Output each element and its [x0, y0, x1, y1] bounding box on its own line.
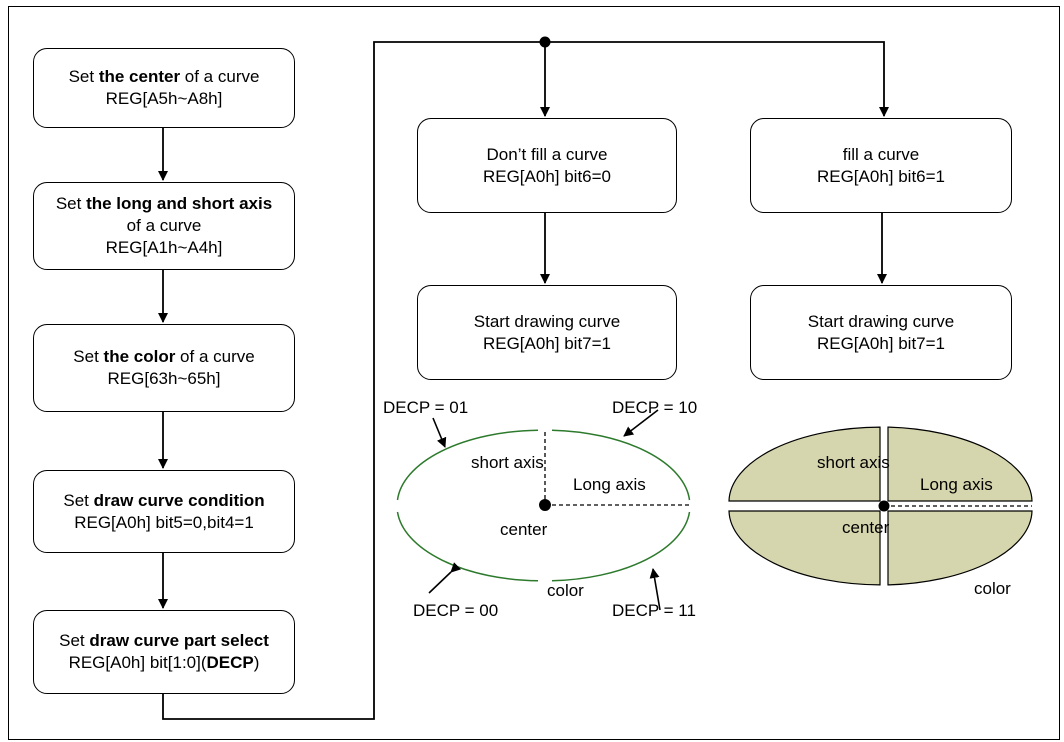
step-set-center: Set the center of a curve REG[A5h~A8h] [33, 48, 295, 128]
label-long-axis-right: Long axis [920, 475, 993, 494]
step5-register-suffix: ) [253, 653, 260, 672]
start-drawing-right-box: Start drawing curve REG[A0h] bit7=1 [750, 285, 1012, 380]
no-fill-box: Don’t fill a curve REG[A0h] bit6=0 [417, 118, 677, 213]
step3-register: REG[63h~65h] [107, 369, 221, 388]
step1-bold: the center [98, 67, 181, 86]
step-draw-condition: Set draw curve condition REG[A0h] bit5=0… [33, 470, 295, 553]
step1-suffix: of a curve [180, 67, 260, 86]
step5-bold: draw curve part select [89, 631, 269, 650]
label-short-axis-left: short axis [471, 453, 544, 472]
step4-bold: draw curve condition [93, 490, 265, 510]
fill-box: fill a curve REG[A0h] bit6=1 [750, 118, 1012, 213]
step3-suffix: of a curve [175, 347, 255, 366]
step3-bold: the color [103, 347, 176, 366]
label-short-axis-right: short axis [817, 453, 890, 472]
step2-prefix: Set [55, 194, 87, 213]
step5-register-prefix: REG[A0h] bit[1:0]( [68, 653, 207, 672]
step5-register-bold: DECP [206, 653, 254, 672]
step4-register: REG[A0h] bit5=0,bit4=1 [74, 512, 254, 532]
label-color-right: color [974, 579, 1011, 598]
fill-register: REG[A0h] bit6=1 [816, 166, 946, 186]
fill-title: fill a curve [842, 144, 920, 164]
start-right-title: Start drawing curve [807, 311, 955, 331]
step3-prefix: Set [73, 347, 104, 366]
label-center-right: center [842, 518, 890, 537]
label-decp-10: DECP = 10 [612, 398, 698, 417]
label-long-axis-left: Long axis [573, 475, 646, 494]
step2-bold: the long and short axis [86, 194, 273, 213]
start-drawing-left-box: Start drawing curve REG[A0h] bit7=1 [417, 285, 677, 380]
step1-prefix: Set [68, 67, 99, 86]
start-right-register: REG[A0h] bit7=1 [816, 333, 946, 353]
start-left-title: Start drawing curve [473, 311, 621, 331]
step1-register: REG[A5h~A8h] [105, 89, 223, 108]
label-color-left: color [547, 581, 584, 600]
label-center-left: center [500, 520, 548, 539]
step-part-select: Set draw curve part select REG[A0h] bit[… [33, 610, 295, 694]
start-left-register: REG[A0h] bit7=1 [482, 333, 612, 353]
no-fill-title: Don’t fill a curve [486, 144, 608, 164]
outer-frame [8, 6, 1060, 740]
step2-line2: of a curve [126, 216, 202, 235]
step-set-color: Set the color of a curve REG[63h~65h] [33, 324, 295, 412]
step-set-axis: Set the long and short axis of a curve R… [33, 182, 295, 270]
label-decp-11: DECP = 11 [612, 601, 696, 620]
label-decp-01: DECP = 01 [383, 398, 469, 417]
step2-register: REG[A1h~A4h] [105, 238, 223, 257]
step4-prefix: Set [63, 490, 94, 510]
step5-prefix: Set [59, 631, 90, 650]
no-fill-register: REG[A0h] bit6=0 [482, 166, 612, 186]
label-decp-00: DECP = 00 [413, 601, 499, 620]
